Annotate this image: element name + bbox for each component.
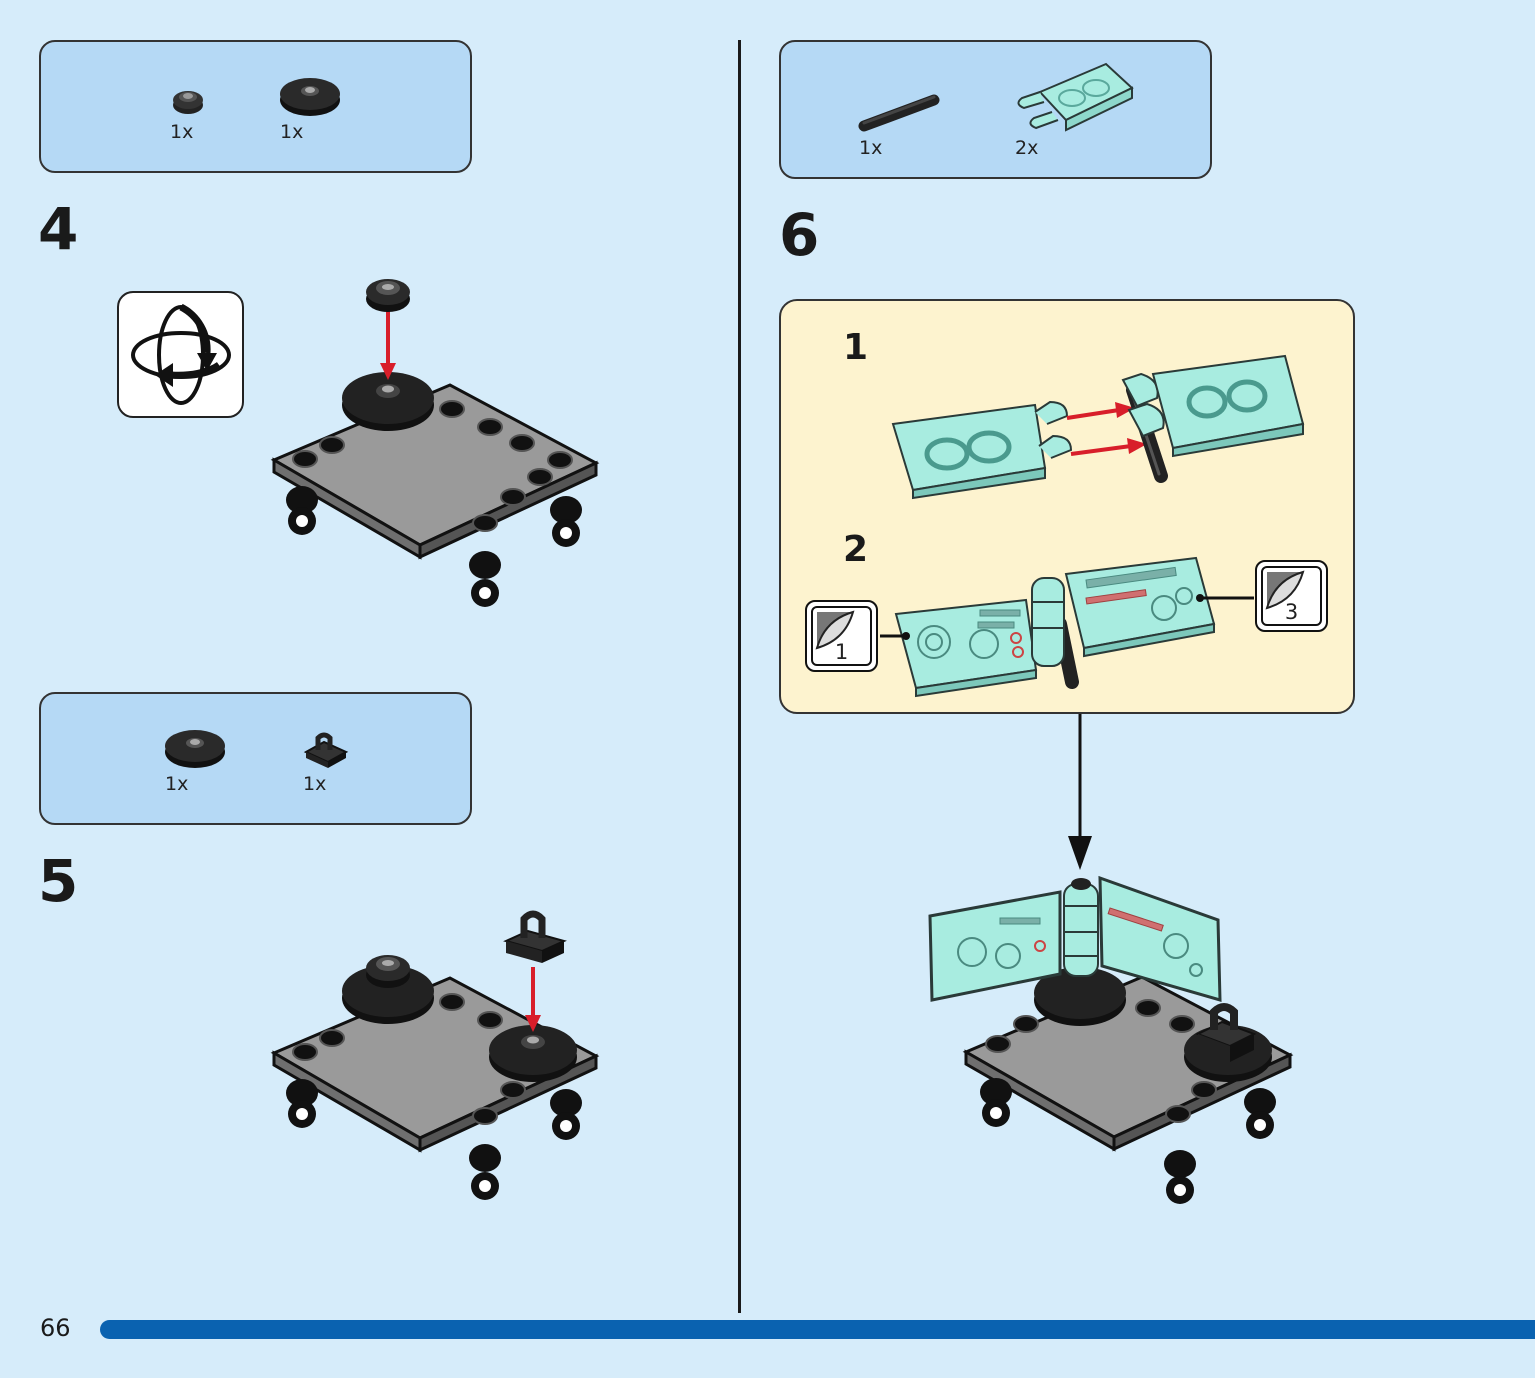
part-qty: 2x [1015,137,1039,159]
step-6-model [928,875,1294,1204]
clip-plate-icon [303,732,349,768]
step-number-6: 6 [779,201,820,269]
parts-box-step-4 [39,40,472,173]
sticker-number: 3 [1284,600,1299,624]
step-4-model [270,279,600,607]
bar-icon [858,94,940,132]
page-divider [738,40,741,1313]
substep-2-drawing [880,556,1254,698]
sticker-callout-3: 3 [1255,560,1328,632]
part-qty: 1x [859,137,883,159]
sticker-callout-1: 1 [805,600,878,672]
assembly-arrow [1068,714,1092,870]
parts-box-step-6 [779,40,1212,179]
round-plate-1x1-icon [173,91,203,114]
page-number: 66 [40,1314,71,1342]
step-number-4: 4 [38,195,79,263]
substep-number-1: 1 [843,327,869,368]
substep-1-drawing [891,354,1305,500]
part-qty: 1x [165,773,189,795]
sticker-number: 1 [834,640,849,664]
part-qty: 1x [170,121,194,143]
step-number-5: 5 [38,847,79,915]
footer-progress-bar [100,1320,1535,1339]
round-tile-2x2-icon [280,78,340,116]
tile-with-clips-icon [1017,62,1134,132]
round-tile-2x2-icon [165,730,225,768]
rotate-model-icon [117,291,244,418]
substep-number-2: 2 [843,529,869,570]
part-qty: 1x [280,121,304,143]
parts-box-step-5 [39,692,472,825]
part-qty: 1x [303,773,327,795]
step-5-model [270,910,600,1200]
